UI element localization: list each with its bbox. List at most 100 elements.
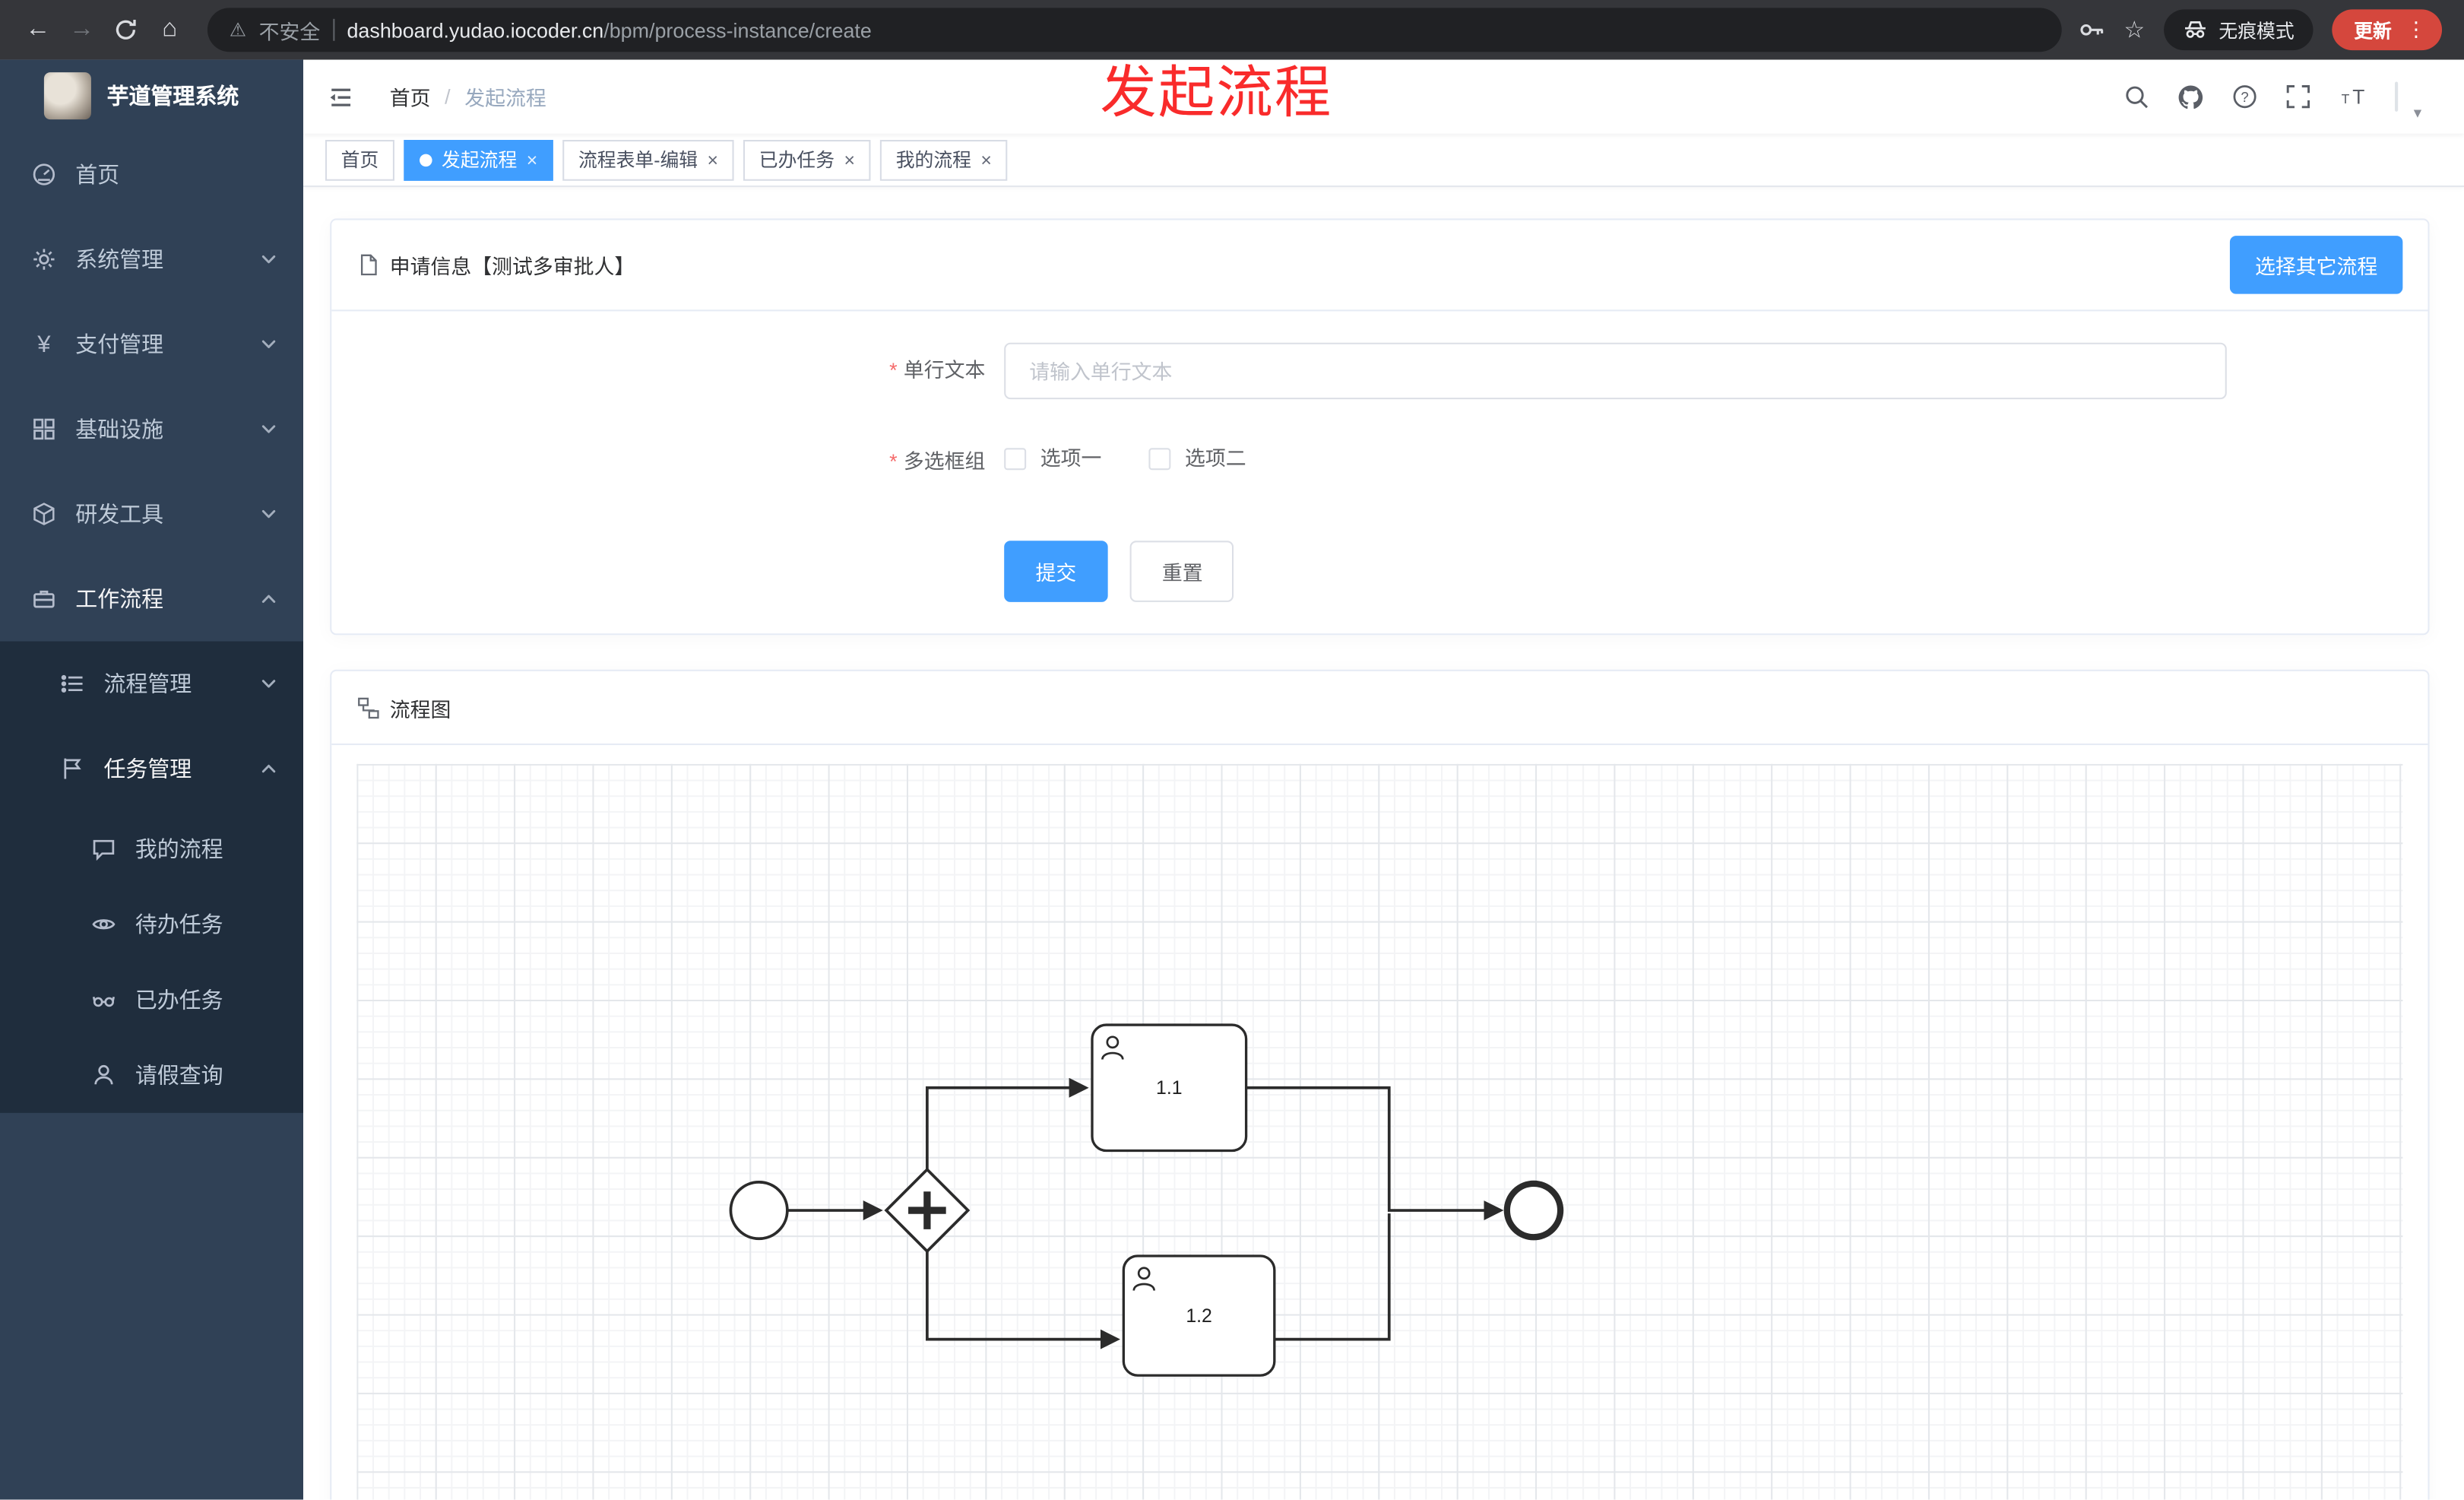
close-icon[interactable]: ×: [707, 148, 719, 171]
process-diagram-card: 流程图: [330, 669, 2430, 1500]
reset-button[interactable]: 重置: [1130, 541, 1235, 602]
sidebar-item-payment[interactable]: ¥ 支付管理: [0, 302, 303, 387]
user-task-1-node: 1.1: [1091, 1023, 1248, 1153]
tab-done-tasks[interactable]: 已办任务 ×: [743, 138, 871, 180]
bpmn-canvas[interactable]: 1.1 1.2: [356, 763, 2403, 1500]
flow-task2-to-merge: [1274, 1213, 1391, 1341]
form-row-checkbox: *多选框组 选项一 选项二: [331, 434, 2428, 490]
sidebar-item-task-mgmt[interactable]: 任务管理: [0, 726, 303, 811]
checkbox-label: 选项一: [1040, 446, 1102, 471]
home-icon[interactable]: ⌂: [162, 15, 178, 43]
eye-icon: [91, 912, 116, 937]
document-icon: [356, 253, 380, 277]
briefcase-icon: [31, 586, 56, 611]
more-menu-icon[interactable]: ⋮: [2405, 17, 2427, 41]
sidebar-item-process-mgmt[interactable]: 流程管理: [0, 642, 303, 727]
avatar[interactable]: [2395, 81, 2399, 111]
svg-text:T: T: [2342, 91, 2350, 106]
checkbox-option-2[interactable]: 选项二: [1148, 434, 1246, 484]
browser-toolbar: ← → ⌂ ⚠ 不安全 dashboard.yudao.iocoder.cn/b…: [0, 0, 2464, 60]
user-task-2-node: 1.2: [1122, 1254, 1276, 1377]
fullscreen-icon[interactable]: [2285, 84, 2311, 110]
flow-gateway-to-task2: [926, 1251, 1120, 1349]
search-icon[interactable]: [2123, 84, 2149, 110]
form-row-text: *单行文本: [331, 342, 2428, 400]
sequence-flows: [787, 1077, 1504, 1349]
github-icon[interactable]: [2177, 83, 2205, 111]
dashboard-icon: [31, 162, 56, 187]
key-icon[interactable]: [2076, 16, 2105, 44]
sidebar-item-home[interactable]: 首页: [0, 132, 303, 217]
update-button[interactable]: 更新 ⋮: [2332, 9, 2443, 51]
incognito-icon: [2183, 15, 2208, 45]
bpmn-diagram: 1.1 1.2: [729, 1023, 1564, 1377]
gear-icon: [31, 247, 56, 272]
field-control: [1004, 342, 2227, 400]
address-bar[interactable]: ⚠ 不安全 dashboard.yudao.iocoder.cn/bpm/pro…: [207, 8, 2061, 52]
help-icon[interactable]: ?: [2231, 84, 2258, 110]
sidebar-item-leave-query[interactable]: 请假查询: [0, 1038, 303, 1113]
select-other-process-button[interactable]: 选择其它流程: [2229, 236, 2403, 294]
chat-icon: [91, 836, 116, 861]
url-text: dashboard.yudao.iocoder.cn/bpm/process-i…: [347, 18, 871, 42]
checkbox[interactable]: [1004, 448, 1027, 471]
main-area: 首页 / 发起流程 ?: [303, 59, 2464, 1500]
workflow-submenu: 流程管理 任务管理: [0, 641, 304, 1113]
form-actions: 提交 重置: [1004, 541, 2428, 602]
sidebar-item-label: 流程管理: [103, 671, 192, 696]
glasses-icon: [91, 987, 116, 1012]
checkbox-option-1[interactable]: 选项一: [1004, 434, 1101, 484]
sidebar-item-todo-tasks[interactable]: 待办任务: [0, 886, 303, 962]
tab-create-process[interactable]: 发起流程 ×: [404, 138, 553, 180]
tab-home[interactable]: 首页: [325, 138, 394, 180]
task2-label: 1.2: [1186, 1306, 1211, 1327]
star-icon[interactable]: ☆: [2124, 17, 2146, 44]
yen-icon: ¥: [37, 331, 51, 358]
single-line-text-input[interactable]: [1004, 342, 2227, 400]
app-logo[interactable]: 芋道管理系统: [0, 60, 303, 132]
reload-icon[interactable]: [103, 8, 147, 52]
sidebar-item-label: 研发工具: [75, 501, 164, 527]
user-menu[interactable]: ▾: [2395, 81, 2421, 122]
cube-icon: [31, 502, 56, 527]
breadcrumb: 首页 / 发起流程: [390, 82, 546, 112]
submit-button[interactable]: 提交: [1004, 541, 1108, 602]
field-label: *单行文本: [889, 358, 986, 382]
user-icon: [1132, 1267, 1155, 1291]
close-icon[interactable]: ×: [844, 148, 855, 171]
diagram-header: 流程图: [331, 671, 2428, 746]
incognito-badge: 无痕模式: [2164, 9, 2314, 51]
breadcrumb-current: 发起流程: [464, 86, 546, 110]
forward-icon[interactable]: →: [68, 15, 95, 43]
back-icon[interactable]: ←: [25, 15, 51, 43]
tab-label: 首页: [340, 149, 379, 172]
close-icon[interactable]: ×: [526, 148, 538, 171]
chevron-down-icon: [259, 505, 278, 524]
sidebar-item-infra[interactable]: 基础设施: [0, 387, 303, 472]
sidebar-item-workflow[interactable]: 工作流程: [0, 557, 303, 642]
checkbox[interactable]: [1148, 448, 1171, 471]
grid-icon: [31, 417, 56, 442]
sidebar-item-devtools[interactable]: 研发工具: [0, 471, 303, 557]
close-icon[interactable]: ×: [980, 148, 992, 171]
sidebar-item-done-tasks[interactable]: 已办任务: [0, 962, 303, 1037]
breadcrumb-home[interactable]: 首页: [389, 86, 431, 110]
page-content: 申请信息【测试多审批人】 选择其它流程 *单行文本 *多选框组: [303, 187, 2464, 1500]
tab-label: 发起流程: [442, 149, 518, 172]
sidebar-item-label: 工作流程: [75, 586, 164, 612]
sidebar-item-system[interactable]: 系统管理: [0, 217, 303, 302]
sidebar-item-label: 基础设施: [75, 416, 164, 442]
sidebar-item-label: 已办任务: [135, 987, 223, 1013]
chevron-up-icon: [259, 760, 278, 779]
tab-my-process[interactable]: 我的流程 ×: [880, 138, 1008, 180]
person-icon: [91, 1063, 116, 1088]
tab-label: 我的流程: [895, 149, 972, 172]
main-layout: 芋道管理系统 首页 系统管理 ¥ 支付管理: [0, 59, 2464, 1500]
menu-fold-icon[interactable]: [303, 83, 368, 111]
sidebar-item-label: 任务管理: [103, 756, 192, 782]
tab-form-edit[interactable]: 流程表单-编辑 ×: [562, 138, 734, 180]
sidebar-item-my-process[interactable]: 我的流程: [0, 811, 303, 886]
